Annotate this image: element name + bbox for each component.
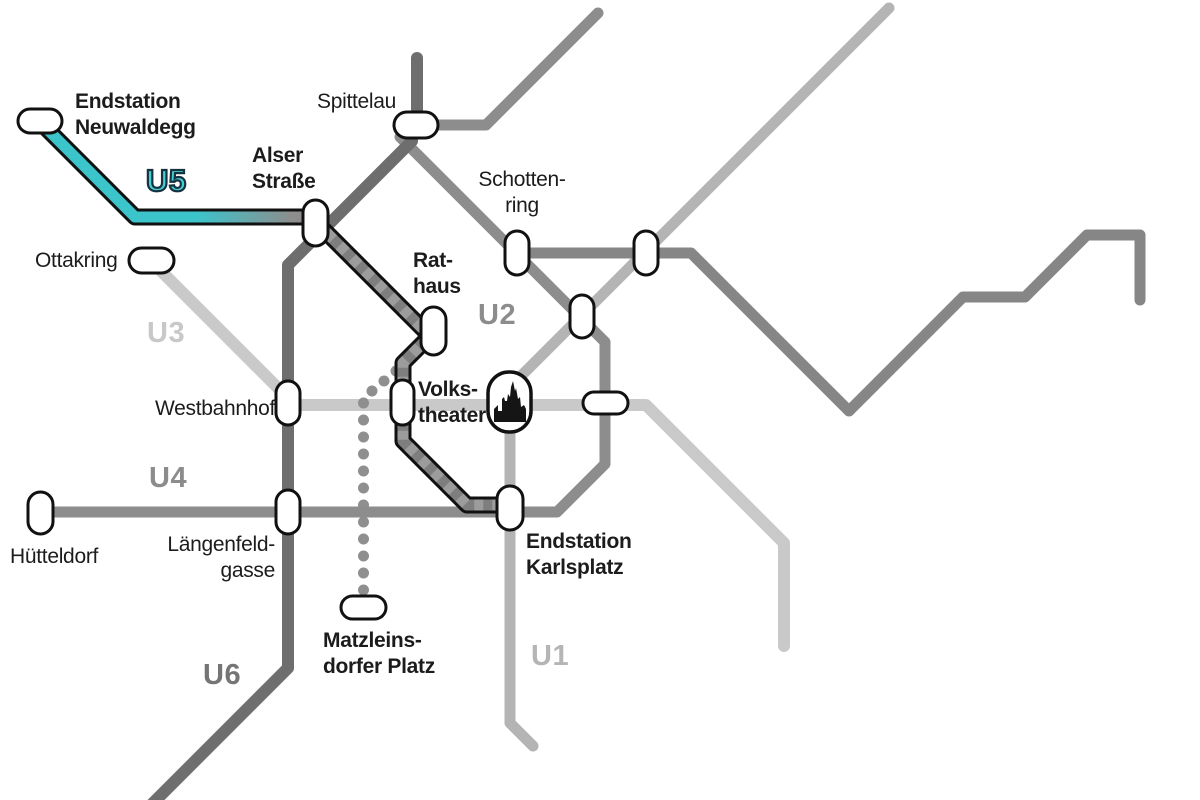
station-label-alser-strasse: Alser Straße [252, 144, 316, 193]
station-marker-huetteldorf [26, 490, 55, 536]
station-marker-volkstheater [389, 378, 416, 427]
line-label-u2: U2 [478, 299, 517, 331]
u1-line-path [504, 2, 895, 752]
line-label-u5: U5 [145, 163, 187, 198]
station-marker-spittelau [392, 110, 440, 140]
station-label-volkstheater: Volks- theater [418, 378, 486, 427]
u5-teal-line [36, 118, 327, 226]
u4-line-path-northeast [414, 7, 604, 131]
station-label-westbahnhof: Westbahnhof [155, 397, 276, 420]
station-marker-westbahnhof [274, 379, 302, 427]
u2-line-path [511, 229, 1146, 417]
station-label-laengenfeldgasse: Längenfeld- gasse [167, 533, 275, 582]
line-label-u3: U3 [147, 317, 186, 349]
station-label-matzleinsdorfer-platz: Matzleins- dorfer Platz [323, 629, 435, 678]
station-marker-ring-southeast [568, 293, 596, 340]
station-label-huetteldorf: Hütteldorf [10, 545, 99, 568]
station-marker-alser-strasse [301, 198, 330, 248]
station-marker-rathaus [419, 305, 448, 357]
line-label-u6: U6 [203, 659, 242, 691]
u3-line-path [146, 256, 790, 652]
station-marker-neuwaldegg [16, 107, 64, 135]
line-label-u4: U4 [149, 462, 188, 494]
planned-dotted-line [358, 365, 402, 596]
station-marker-ring-east [632, 229, 660, 277]
u6-line-path [147, 135, 418, 800]
stephansdom-icon [494, 381, 526, 422]
station-marker-ottakring [127, 246, 176, 275]
u5-planned-line [305, 211, 516, 514]
station-marker-karlsplatz [495, 484, 525, 532]
station-label-neuwaldegg: Endstation Neuwaldegg [75, 90, 196, 139]
station-marker-schottenring [503, 229, 531, 277]
station-marker-laengenfeldgasse [274, 488, 302, 536]
station-label-rathaus: Rat- haus [413, 249, 461, 298]
u4-line-path [37, 131, 611, 518]
station-label-karlsplatz: Endstation Karlsplatz [526, 530, 632, 579]
station-marker-matzleinsdorfer-platz [339, 594, 388, 621]
station-marker-u3-east [581, 390, 630, 416]
line-label-u1: U1 [531, 640, 570, 672]
station-label-schottenring: Schotten- ring [478, 168, 566, 217]
station-label-ottakring: Ottakring [35, 249, 118, 272]
station-label-spittelau: Spittelau [317, 90, 397, 113]
station-markers [16, 107, 660, 621]
